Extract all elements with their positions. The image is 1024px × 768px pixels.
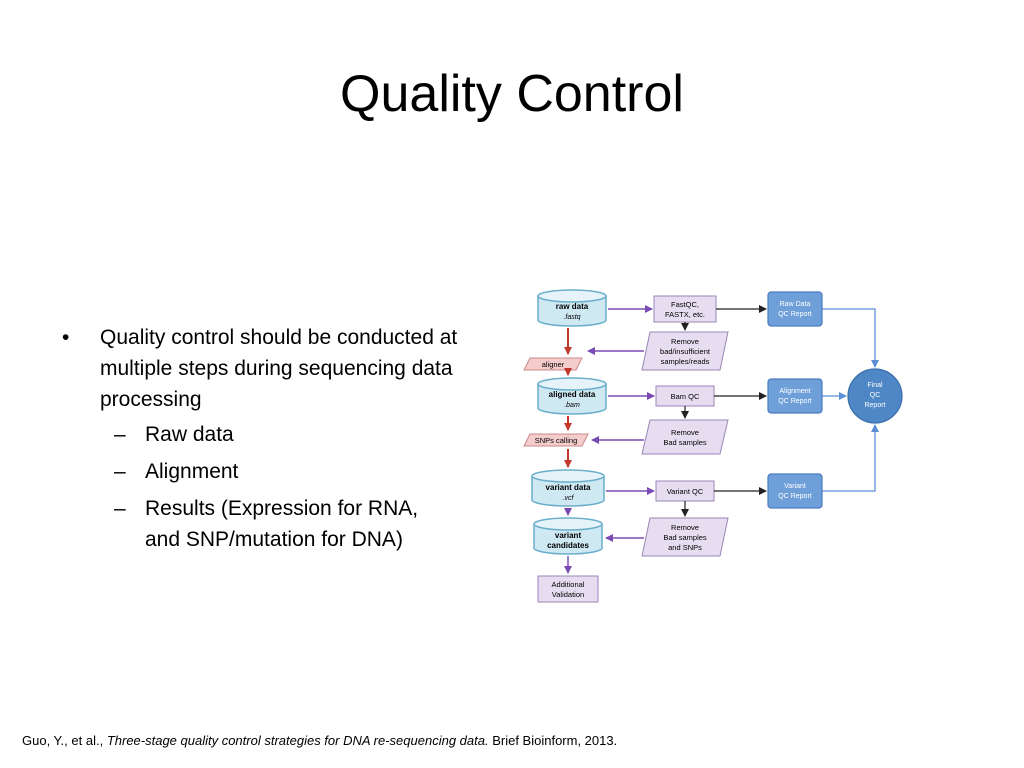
fastqc-node: FastQC, FASTX, etc. (653, 295, 717, 323)
remove-2-label-b: Bad samples (663, 438, 707, 447)
variant-report-label-1: Variant (784, 483, 806, 490)
raw-data-node: raw data .fastq (537, 289, 607, 327)
bam-qc-label: Bam QC (671, 392, 700, 401)
sub-bullet-list: – Raw data – Alignment – Results (Expres… (58, 419, 458, 555)
variant-candidates-label-1: variant (555, 531, 582, 540)
variant-candidates-node: variant candidates (533, 517, 603, 555)
variant-report-node: Variant QC Report (767, 473, 823, 509)
sub-bullet-raw-data: – Raw data (58, 419, 458, 450)
snps-calling-node: SNPs calling (523, 433, 589, 447)
aligned-data-label: aligned data (549, 390, 596, 399)
remove-bad-snps-node: Remove Bad samples and SNPs (641, 517, 729, 557)
fastqc-label-1: FastQC, (671, 300, 699, 309)
additional-validation-label-1: Additional (552, 580, 585, 589)
qc-flowchart-svg: raw data .fastq aligner aligned data .ba… (523, 289, 903, 603)
bam-qc-node: Bam QC (655, 385, 715, 407)
remove-3-label-b: Bad samples (663, 533, 707, 542)
raw-report-label-1: Raw Data (780, 301, 811, 308)
bullet-marker: • (62, 326, 70, 349)
variant-qc-label: Variant QC (667, 487, 704, 496)
remove-3-label-c: and SNPs (668, 543, 702, 552)
sub-bullet-text: Alignment (145, 460, 239, 483)
final-report-label-1: Final (867, 382, 883, 389)
snps-calling-label: SNPs calling (535, 436, 578, 445)
final-report-label-2: QC (870, 392, 881, 399)
remove-bad-samples-node: Remove Bad samples (641, 419, 729, 455)
variant-data-node: variant data .vcf (531, 469, 605, 507)
citation-title: Three-stage quality control strategies f… (106, 733, 489, 748)
bullet-text: Quality control should be conducted at m… (100, 326, 458, 411)
remove-1-label-a: Remove (671, 337, 699, 346)
sub-bullet-text: Results (Expression for RNA, and SNP/mut… (145, 497, 419, 551)
citation-journal: Brief Bioinform, 2013. (488, 733, 618, 748)
final-report-label-3: Report (864, 402, 885, 409)
citation: Guo, Y., et al., Three-stage quality con… (22, 733, 617, 749)
aligner-node: aligner (523, 357, 583, 371)
slide-title: Quality Control (340, 65, 684, 123)
citation-authors: Guo, Y., et al., (22, 733, 107, 748)
align-report-label-1: Alignment (779, 388, 810, 395)
sub-bullet-marker: – (114, 460, 126, 483)
aligner-label: aligner (542, 360, 565, 369)
sub-bullet-text: Raw data (145, 423, 234, 446)
final-report-node: Final QC Report (847, 368, 903, 424)
sub-bullet-alignment: – Alignment (58, 456, 458, 487)
raw-data-label: raw data (556, 302, 589, 311)
sub-bullet-results: – Results (Expression for RNA, and SNP/m… (58, 493, 458, 555)
raw-data-ext: .fastq (563, 314, 580, 321)
aligned-data-ext: .bam (564, 402, 580, 409)
align-report-label-2: QC Report (778, 398, 812, 405)
sub-bullet-marker: – (114, 423, 126, 446)
remove-bad-reads-node: Remove bad/insufficient samples/reads (641, 331, 729, 371)
fastqc-label-2: FASTX, etc. (665, 310, 705, 319)
remove-1-label-b: bad/insufficient (660, 347, 711, 356)
additional-validation-label-2: Validation (552, 590, 584, 599)
aligned-data-node: aligned data .bam (537, 377, 607, 415)
variant-report-label-2: QC Report (778, 493, 812, 500)
bullet-item: • Quality control should be conducted at… (58, 322, 458, 415)
flow-arrow (822, 424, 879, 492)
raw-report-label-2: QC Report (778, 311, 812, 318)
variant-data-label: variant data (546, 483, 591, 492)
variant-data-ext: .vcf (563, 495, 575, 502)
sub-bullet-marker: – (114, 497, 126, 520)
alignment-report-node: Alignment QC Report (767, 378, 823, 414)
additional-validation-node: Additional Validation (537, 575, 599, 603)
remove-1-label-c: samples/reads (661, 357, 710, 366)
remove-3-label-a: Remove (671, 523, 699, 532)
remove-2-label-a: Remove (671, 428, 699, 437)
bullet-list: • Quality control should be conducted at… (58, 322, 458, 561)
qc-flowchart: raw data .fastq aligner aligned data .ba… (522, 284, 912, 610)
variant-candidates-label-2: candidates (547, 541, 589, 550)
raw-data-report-node: Raw Data QC Report (767, 291, 823, 327)
flow-arrow (822, 308, 879, 368)
variant-qc-node: Variant QC (655, 480, 715, 502)
